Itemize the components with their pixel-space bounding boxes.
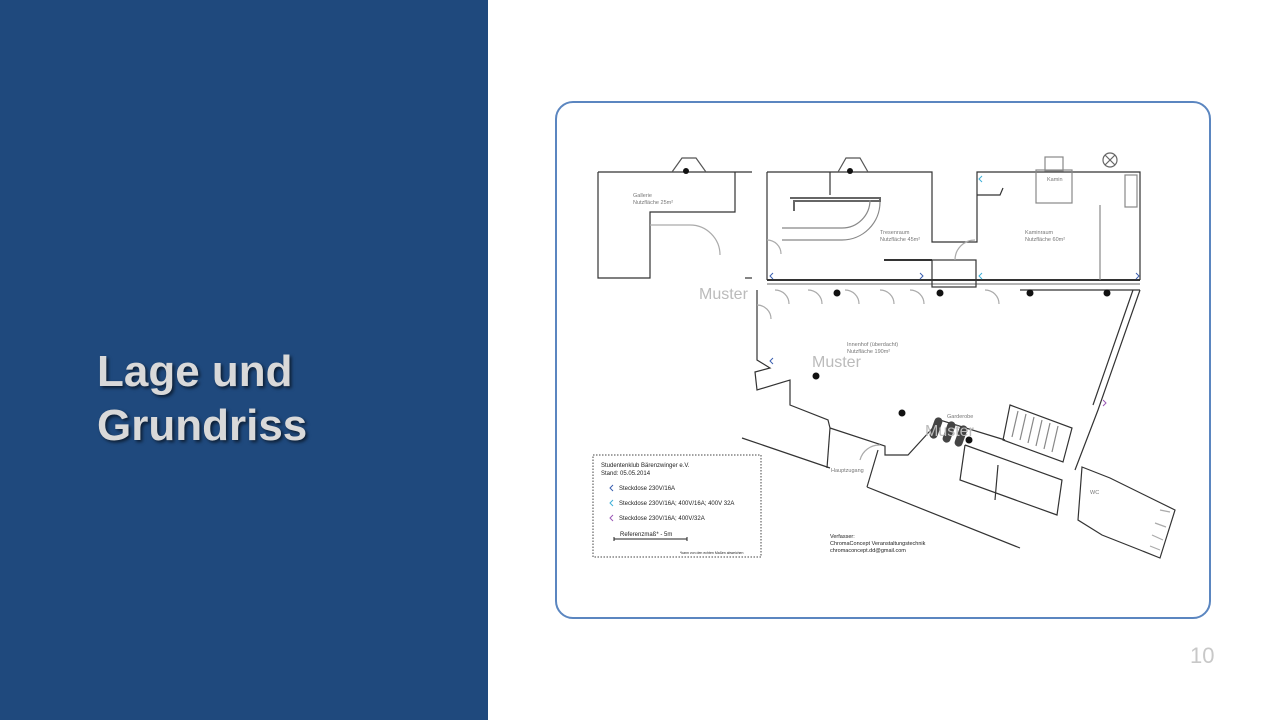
legend-item: Steckdose 230V/16A; 400V/32A xyxy=(619,516,705,522)
label-innenhof-area: Nutzfläche 190m² xyxy=(847,349,890,355)
label-tresenraum-area: Nutzfläche 45m² xyxy=(880,237,920,243)
label-garderobe: Garderobe xyxy=(947,414,973,420)
author-block: Verfasser: ChromaConcept Veranstaltungst… xyxy=(830,534,926,554)
label-hauptzugang: Hauptzugang xyxy=(831,468,864,474)
watermark: Muster xyxy=(699,286,749,303)
socket-icon xyxy=(609,484,614,492)
floorplan-frame xyxy=(555,101,1211,619)
label-kaminraum-area: Nutzfläche 60m² xyxy=(1025,237,1065,243)
watermarks: Muster Muster Muster xyxy=(699,286,975,440)
author-company: ChromaConcept Veranstaltungstechnik xyxy=(830,541,926,547)
legend-scale: Referenzmaß* - 5m xyxy=(620,532,672,538)
author-label: Verfasser: xyxy=(830,534,855,540)
watermark: Muster xyxy=(925,423,975,440)
legend-date: Stand: 05.05.2014 xyxy=(601,471,651,477)
title-line-1: Lage und xyxy=(97,347,293,396)
socket-icon xyxy=(609,499,614,507)
label-kaminraum: Kaminraum xyxy=(1025,230,1054,236)
walls xyxy=(597,152,1176,559)
page-number: 10 xyxy=(1190,643,1215,668)
scale-bar xyxy=(613,537,688,541)
columns xyxy=(683,168,1111,444)
room-labels: Gallerie Nutzfläche 25m² Tresenraum Nutz… xyxy=(633,177,1099,496)
title-line-2: Grundriss xyxy=(97,401,308,450)
label-kamin: Kamin xyxy=(1047,177,1063,183)
socket-markers xyxy=(769,175,1140,407)
label-tresenraum: Tresenraum xyxy=(880,230,910,236)
author-email: chromaconcept.dd@gmail.com xyxy=(830,548,906,554)
legend-club: Studentenklub Bärenzwinger e.V. xyxy=(601,463,690,469)
legend-footnote: *kann von den echten Maßen abweichen xyxy=(680,551,743,555)
label-gallerie-area: Nutzfläche 25m² xyxy=(633,200,673,206)
title-panel xyxy=(0,0,488,720)
garderobe-racks xyxy=(929,417,968,447)
watermark: Muster xyxy=(812,354,862,371)
label-innenhof: Innenhof (überdacht) xyxy=(847,342,898,348)
label-wc: WC xyxy=(1090,490,1099,496)
socket-icon xyxy=(609,514,614,522)
legend: Studentenklub Bärenzwinger e.V. Stand: 0… xyxy=(592,454,762,558)
legend-item: Steckdose 230V/16A; 400V/16A; 400V 32A xyxy=(619,501,734,507)
slide-title: Lage und Grundriss xyxy=(97,345,307,453)
legend-item: Steckdose 230V/16A xyxy=(619,486,675,492)
label-gallerie: Gallerie xyxy=(633,193,652,199)
